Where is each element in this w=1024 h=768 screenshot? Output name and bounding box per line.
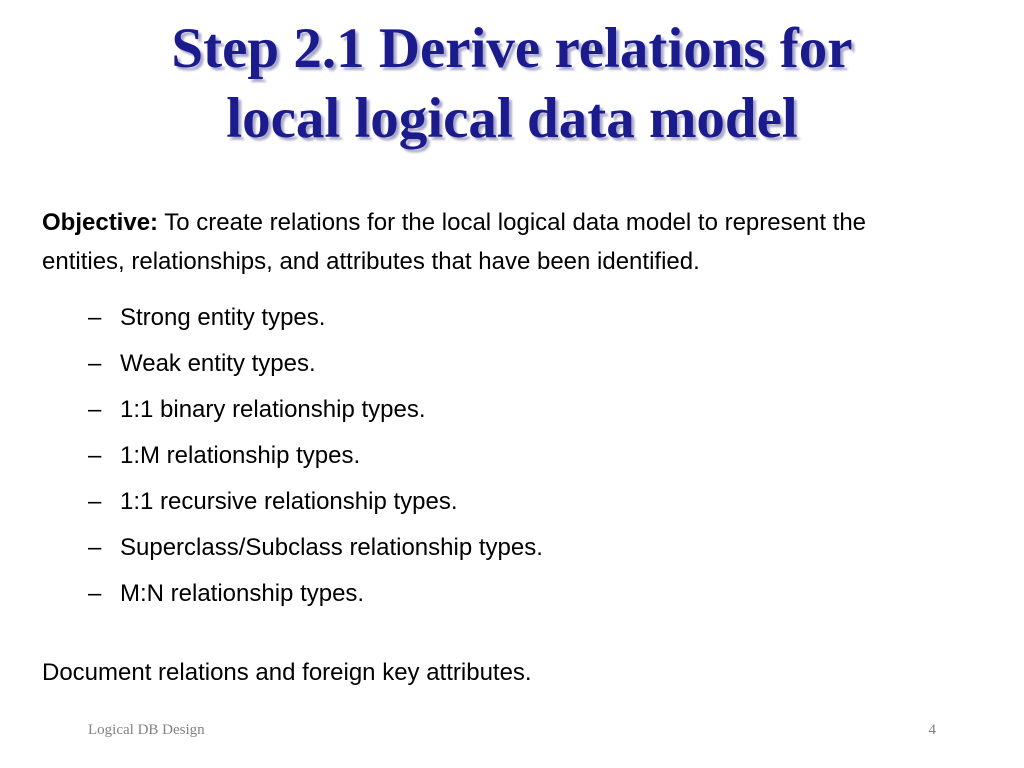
list-item: – Superclass/Subclass relationship types… — [88, 525, 1024, 571]
list-item: – 1:1 recursive relationship types. — [88, 479, 1024, 525]
list-item: – 1:1 binary relationship types. — [88, 387, 1024, 433]
objective-text: To create relations for the local logica… — [42, 209, 867, 276]
dash-bullet-marker: – — [88, 304, 102, 332]
dash-bullet-marker: – — [88, 442, 102, 470]
dash-bullet-marker: – — [88, 534, 102, 562]
dash-bullet-marker: – — [88, 350, 102, 378]
page-number: 4 — [928, 722, 937, 738]
bullet-list: – Strong entity types. – Weak entity typ… — [0, 295, 1024, 617]
closing-statement: Document relations and foreign key attri… — [42, 659, 532, 687]
list-item-text: 1:M relationship types. — [120, 442, 361, 470]
slide-title-line1: Step 2.1 Derive relations for — [171, 17, 853, 80]
dash-bullet-marker: – — [88, 396, 102, 424]
list-item-text: 1:1 recursive relationship types. — [120, 488, 458, 516]
dash-bullet-marker: – — [88, 580, 102, 608]
objective-paragraph: Objective: To create relations for the l… — [42, 203, 942, 281]
list-item-text: Weak entity types. — [120, 350, 316, 378]
slide-title-line2: local logical data model — [226, 86, 798, 150]
list-item: – 1:M relationship types. — [88, 433, 1024, 479]
list-item: – Strong entity types. — [88, 295, 1024, 341]
list-item-text: 1:1 binary relationship types. — [120, 396, 426, 424]
list-item: – Weak entity types. — [88, 341, 1024, 387]
list-item-text: M:N relationship types. — [120, 580, 365, 608]
footer-label: Logical DB Design — [88, 722, 205, 738]
list-item: – M:N relationship types. — [88, 571, 1024, 617]
list-item-text: Superclass/Subclass relationship types. — [120, 534, 543, 562]
objective-label: Objective: — [42, 209, 159, 237]
slide-title: Step 2.1 Derive relations for local logi… — [0, 0, 1024, 153]
slide-footer: Logical DB Design 4 — [88, 722, 936, 739]
dash-bullet-marker: – — [88, 488, 102, 516]
list-item-text: Strong entity types. — [120, 304, 326, 332]
